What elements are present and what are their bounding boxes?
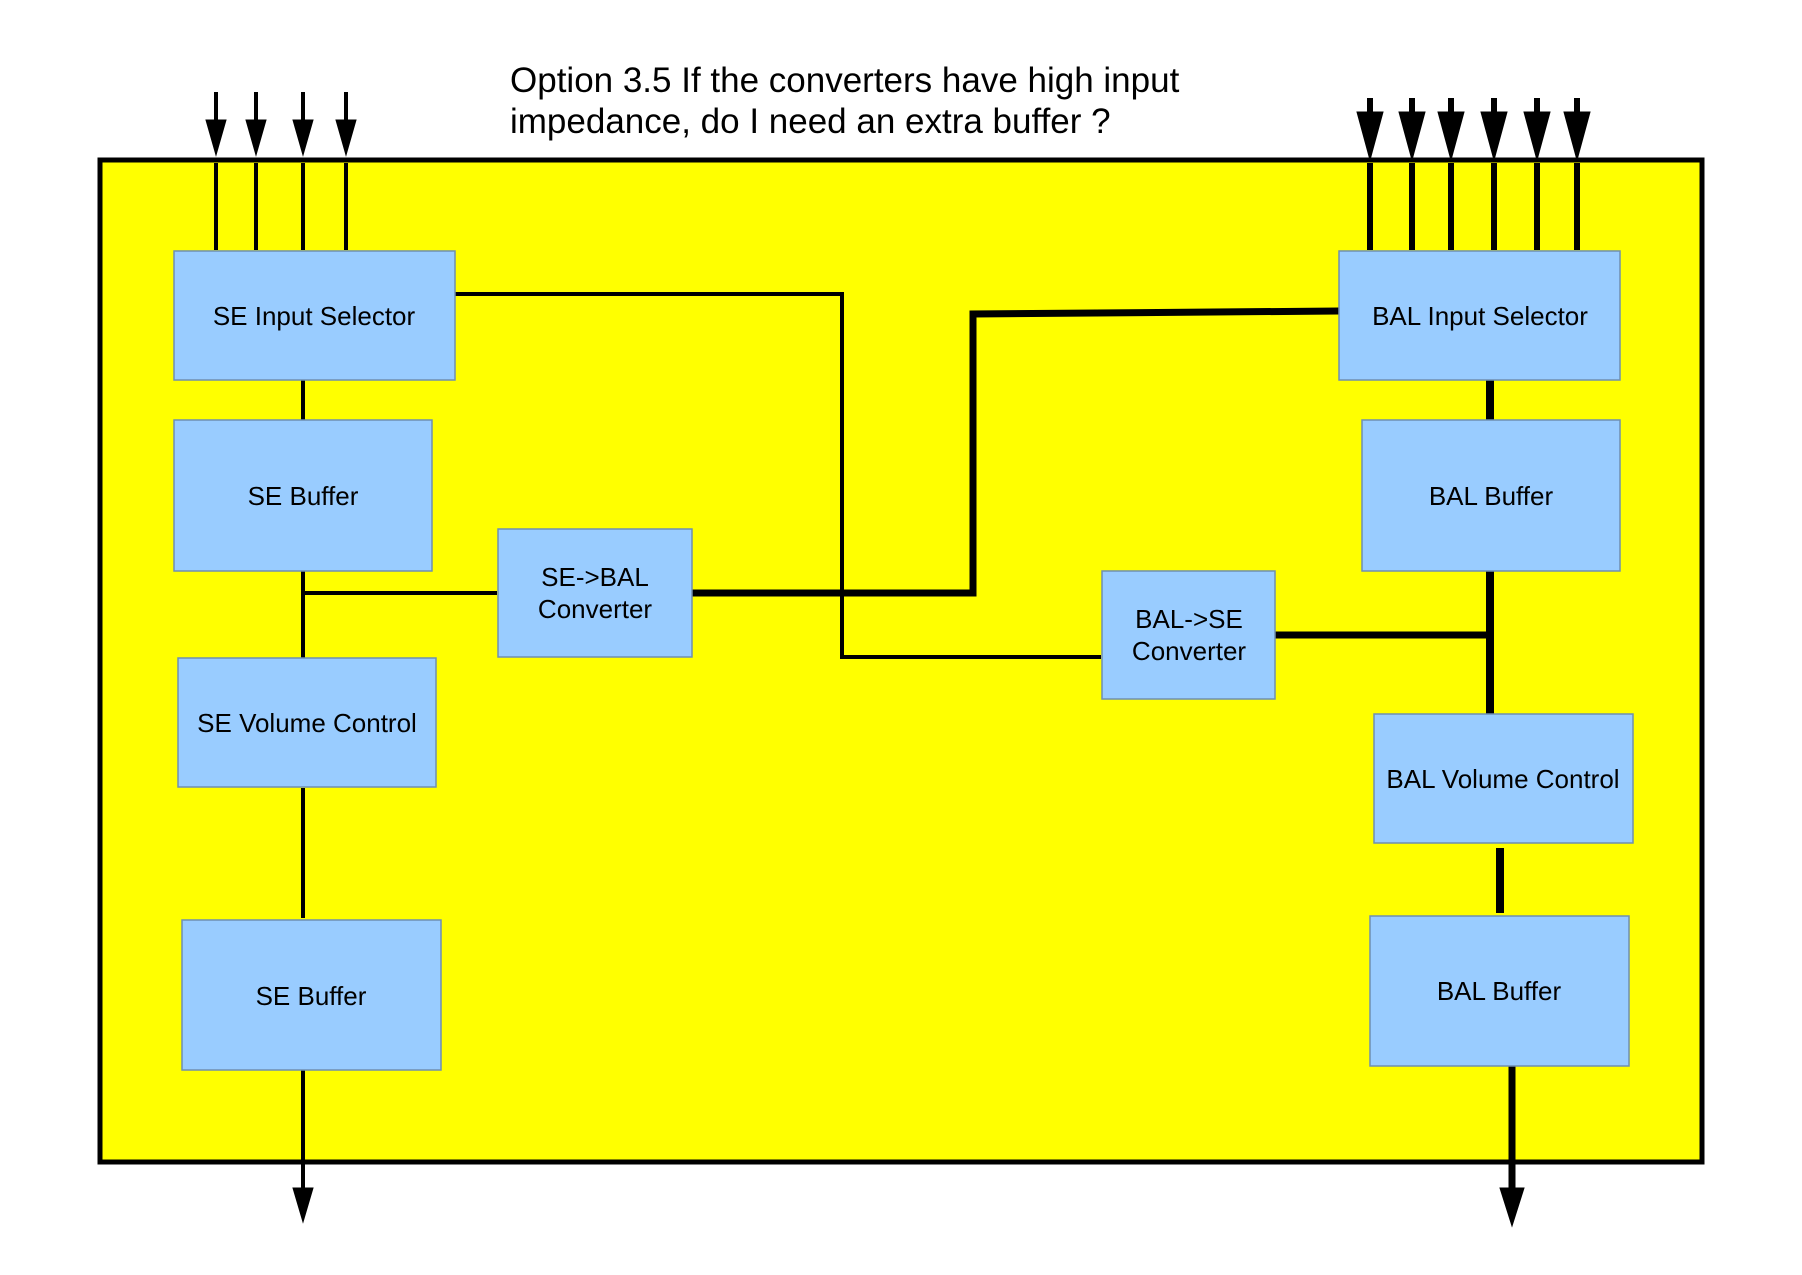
block-se-volume-control: SE Volume Control <box>177 657 437 788</box>
block-se-buffer-bottom: SE Buffer <box>181 919 442 1071</box>
bal-input-arrow <box>1523 98 1551 250</box>
bal-input-selector-label: BAL Input Selector <box>1372 301 1588 331</box>
bal-volume-control-label: BAL Volume Control <box>1386 764 1619 794</box>
bal-se-converter-label-line2: Converter <box>1132 636 1246 666</box>
se-volume-control-label: SE Volume Control <box>197 708 417 738</box>
connection-wires <box>301 292 1504 918</box>
se-buffer-bottom-label: SE Buffer <box>256 981 367 1011</box>
block-se-input-selector: SE Input Selector <box>173 250 456 381</box>
se-input-arrow <box>335 92 357 250</box>
bal-input-arrow <box>1437 98 1465 250</box>
block-bal-buffer-bottom: BAL Buffer <box>1369 915 1630 1067</box>
bal-buffer-bottom-label: BAL Buffer <box>1437 976 1562 1006</box>
se-input-arrow <box>292 92 314 250</box>
se-input-arrows <box>205 92 357 250</box>
bal-input-arrow <box>1398 98 1426 250</box>
bal-se-converter-label-line1: BAL->SE <box>1135 604 1243 634</box>
se-bal-converter-label-line2: Converter <box>538 594 652 624</box>
se-bal-converter-label-line1: SE->BAL <box>541 562 649 592</box>
wire-se-selector-to-bal-se-converter <box>455 292 1101 659</box>
block-bal-volume-control: BAL Volume Control <box>1373 713 1634 844</box>
block-se-bal-converter: SE->BAL Converter <box>497 528 693 658</box>
bal-input-arrow <box>1356 98 1384 250</box>
wire-se-bal-converter-to-bal-selector <box>692 307 1340 597</box>
block-bal-se-converter: BAL->SE Converter <box>1101 570 1276 700</box>
bal-buffer-top-label: BAL Buffer <box>1429 481 1554 511</box>
bal-output-arrow <box>1499 1066 1525 1228</box>
se-buffer-top-label: SE Buffer <box>248 481 359 511</box>
title-line-1: Option 3.5 If the converters have high i… <box>510 61 1180 100</box>
se-input-arrow <box>205 92 227 250</box>
block-bal-buffer-top: BAL Buffer <box>1361 419 1621 572</box>
block-bal-input-selector: BAL Input Selector <box>1338 250 1621 381</box>
diagram-title: Option 3.5 If the converters have high i… <box>510 60 1270 142</box>
se-input-selector-label: SE Input Selector <box>213 301 416 331</box>
bal-input-arrow <box>1480 98 1508 250</box>
title-line-2: impedance, do I need an extra buffer ? <box>510 102 1111 141</box>
se-output-arrow <box>292 1070 314 1224</box>
block-se-buffer-top: SE Buffer <box>173 419 433 572</box>
bal-input-arrows <box>1356 98 1591 250</box>
bal-input-arrow <box>1563 98 1591 250</box>
se-input-arrow <box>245 92 267 250</box>
